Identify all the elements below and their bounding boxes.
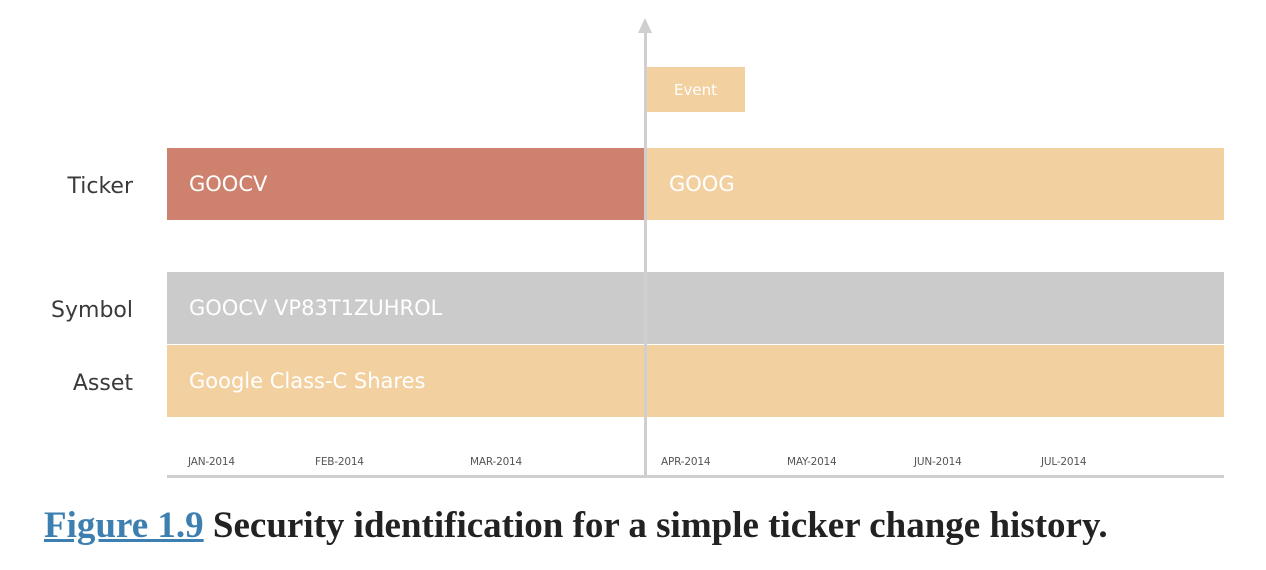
timeline-baseline <box>167 475 1224 478</box>
event-axis-arrowhead <box>638 18 652 33</box>
figure-reference-link[interactable]: Figure 1.9 <box>44 505 204 546</box>
event-axis-line <box>644 32 647 476</box>
ticker-band-before: GOOCV <box>167 148 644 220</box>
ticker-change-diagram: Ticker Symbol Asset Event GOOCV GOOG GOO… <box>51 18 1224 478</box>
month-label: JUL-2014 <box>1041 456 1087 468</box>
month-label: MAR-2014 <box>470 456 523 468</box>
symbol-band: GOOCV VP83T1ZUHROL <box>167 272 1224 344</box>
figure-caption-text: Security identification for a simple tic… <box>212 505 1108 546</box>
month-label: FEB-2014 <box>315 456 364 468</box>
row-label-ticker: Ticker <box>67 174 133 199</box>
row-label-asset: Asset <box>72 371 133 396</box>
row-label-symbol: Symbol <box>51 298 133 323</box>
ticker-band-after: GOOG <box>647 148 1224 220</box>
month-label: JAN-2014 <box>188 456 235 468</box>
month-label: MAY-2014 <box>787 456 837 468</box>
month-label: APR-2014 <box>661 456 711 468</box>
event-box: Event <box>646 67 745 112</box>
month-label: JUN-2014 <box>914 456 962 468</box>
figure-caption: Figure 1.9 Security identification for a… <box>44 504 1108 547</box>
asset-band: Google Class-C Shares <box>167 345 1224 417</box>
